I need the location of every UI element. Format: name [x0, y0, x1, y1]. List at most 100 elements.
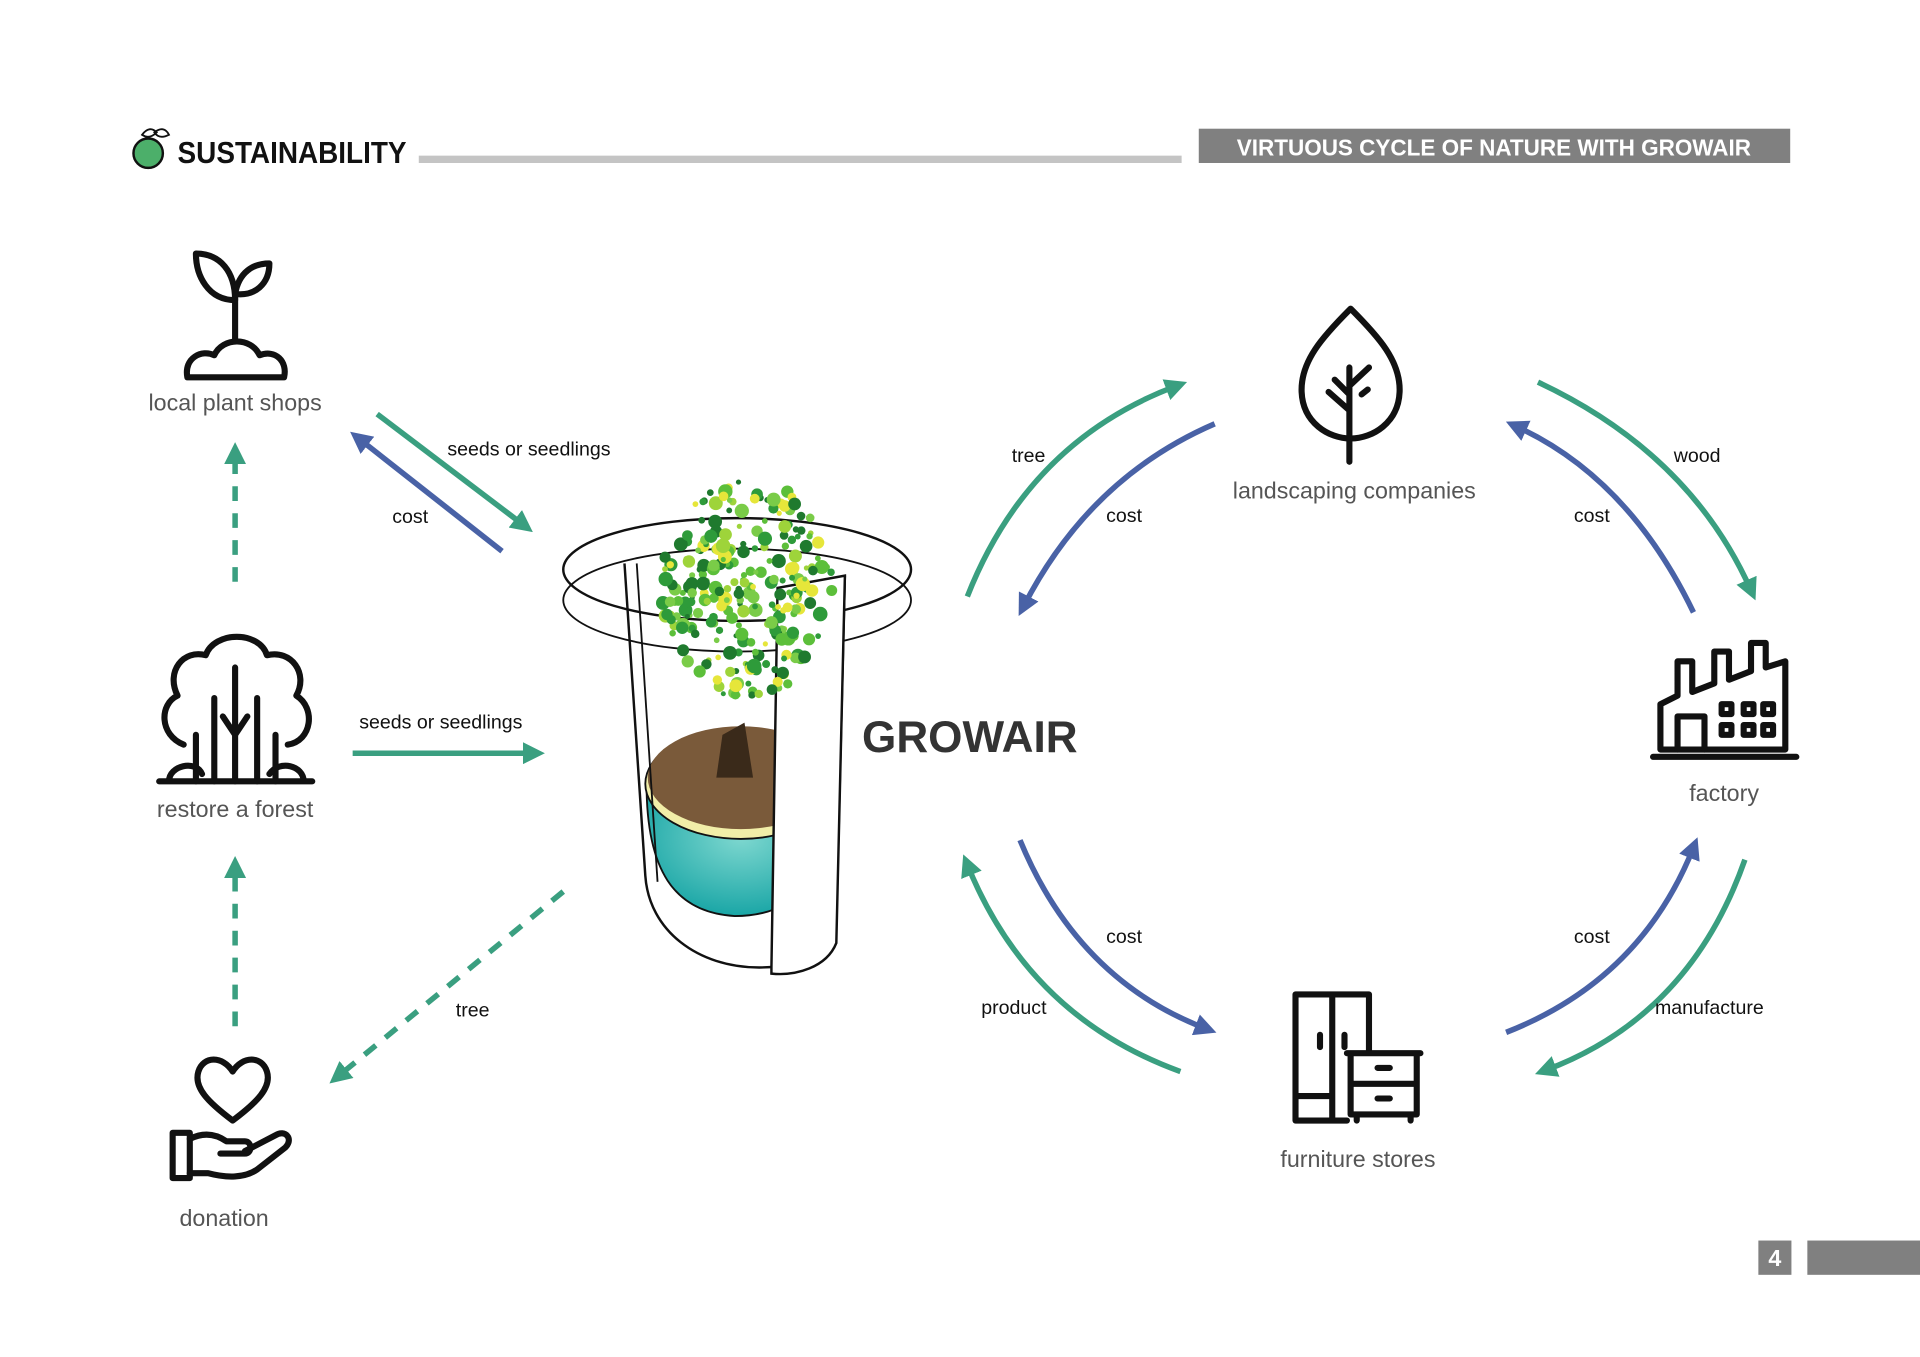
foliage-dot [750, 583, 756, 590]
foliage-dot [726, 497, 733, 503]
foliage-dot [827, 568, 835, 576]
foliage-dot [699, 498, 707, 506]
foliage-dot [740, 572, 748, 579]
foliage-dot [693, 665, 706, 678]
foliage-dot [794, 533, 801, 540]
foliage-dot [682, 530, 693, 541]
footer-bar [1807, 1240, 1920, 1275]
foliage-dot [779, 531, 789, 540]
foliage-dot [774, 588, 787, 601]
foliage-dot [789, 574, 796, 581]
flow-label: cost [1574, 926, 1610, 948]
page-number: 4 [1768, 1245, 1781, 1271]
foliage-dot [802, 576, 808, 582]
restore-forest-label: restore a forest [157, 796, 314, 822]
foliage-dot [787, 535, 797, 545]
foliage-dot [786, 589, 793, 596]
arrow-wood-to-factory [1536, 379, 1757, 601]
arrow-tree-to-donation [329, 889, 566, 1084]
flow-label: cost [1106, 505, 1142, 527]
foliage-dot [780, 607, 787, 614]
page-title: VIRTUOUS CYCLE OF NATURE WITH GROWAIR [1237, 135, 1751, 161]
foliage-dot [698, 570, 708, 579]
foliage-dot [673, 537, 688, 552]
foliage-dot [725, 666, 736, 678]
foliage-dot [669, 629, 676, 637]
foliage-dot [716, 600, 727, 612]
arrow-product-to-growair [961, 854, 1182, 1075]
foliage-dot [704, 529, 718, 543]
arrow-cost-to-shops [350, 431, 504, 554]
foliage-dot [802, 633, 816, 646]
foliage-dot [687, 588, 697, 598]
furniture-label: furniture stores [1280, 1146, 1435, 1172]
foliage-dot [793, 592, 800, 599]
foliage-dot [664, 596, 676, 607]
foliage-dot [708, 514, 723, 529]
foliage-dot [799, 539, 813, 553]
growair-title: GROWAIR [862, 713, 1077, 762]
local-plant-shops-label: local plant shops [149, 389, 322, 415]
foliage-dot [713, 637, 720, 644]
foliage-dot [776, 510, 782, 516]
foliage-dot [781, 655, 788, 662]
foliage-dot [726, 507, 733, 514]
foliage-dot [778, 520, 792, 533]
foliage-dot [746, 658, 762, 674]
foliage-dot [803, 565, 810, 571]
foliage-dot [748, 691, 756, 699]
foliage-dot [765, 616, 778, 629]
page-number-box [1758, 1240, 1792, 1275]
page-title-box [1198, 128, 1791, 163]
foliage-dot [753, 569, 759, 575]
foliage-dot [804, 597, 817, 609]
foliage-dot [676, 621, 689, 634]
foliage-dot [661, 608, 673, 621]
foliage-dot [659, 551, 671, 563]
foliage-dot [788, 549, 802, 563]
foliage-dot [677, 644, 690, 657]
foliage-dot [826, 584, 838, 596]
flow-label: product [981, 997, 1047, 1019]
foliage-dot [771, 666, 779, 674]
foliage-dot [712, 675, 723, 685]
foliage-dot [720, 691, 726, 697]
foliage-dot [766, 557, 773, 564]
foliage-dot [771, 554, 786, 569]
foliage-dot [708, 496, 723, 511]
foliage-dot [734, 503, 749, 518]
foliage-dot [796, 511, 806, 521]
arrow-cost-to-factory [1505, 837, 1700, 1035]
foliage-dot [718, 491, 729, 502]
foliage-dot [745, 680, 752, 687]
leaf-icon [1298, 305, 1403, 465]
foliage-dot [812, 606, 828, 622]
foliage-dot [779, 577, 786, 584]
foliage-dot [679, 589, 686, 596]
flow-label: tree [1012, 445, 1046, 467]
foliage-dot [752, 648, 759, 656]
foliage-dot [736, 523, 742, 529]
foliage-dot [698, 516, 706, 524]
foliage-dot [790, 652, 801, 664]
foliage-dot [715, 626, 724, 634]
header-divider [418, 155, 1182, 163]
foliage-dot [696, 576, 710, 591]
arrow-cost-from-landscaping [1018, 421, 1216, 617]
foliage-dot [786, 626, 800, 639]
foliage-dot [778, 500, 791, 512]
foliage-dot [775, 603, 781, 610]
foliage-dot [719, 528, 732, 542]
donation-label: donation [179, 1205, 268, 1231]
foliage-dot [775, 633, 789, 646]
flow-label: seeds or seedlings [447, 439, 610, 461]
foliage-dot [673, 595, 684, 606]
foliage-dot [762, 641, 768, 647]
foliage-dot [684, 613, 690, 620]
foliage-dot [776, 666, 789, 680]
foliage-dot [781, 542, 790, 550]
foliage-dot [735, 622, 742, 629]
foliage-dot [730, 690, 741, 700]
flow-label: tree [456, 999, 490, 1021]
